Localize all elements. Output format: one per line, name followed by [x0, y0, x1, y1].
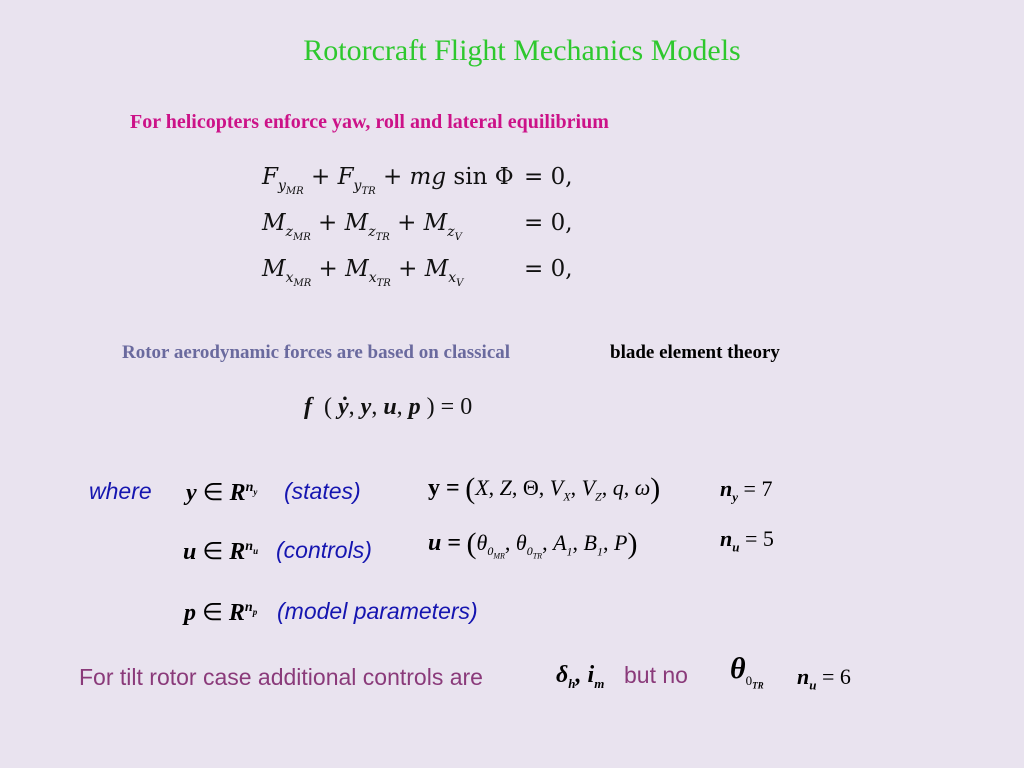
- states-note: (states): [284, 478, 361, 504]
- parameter-space-definition: p ∈ Rnp: [184, 600, 258, 626]
- blade-element-theory-text: blade element theory: [610, 342, 780, 363]
- control-count: nu = 5: [720, 526, 774, 555]
- state-count: ny = 7: [720, 476, 773, 505]
- equation-lateral-force-rhs: = 0,: [524, 164, 573, 190]
- equation-yaw-moment: MzMR + MzTR + MzV: [262, 210, 462, 243]
- tilt-rotor-text: For tilt rotor case additional controls …: [79, 664, 483, 690]
- slide-title: Rotorcraft Flight Mechanics Models: [303, 34, 741, 67]
- tilt-control-count: nu = 6: [797, 664, 851, 693]
- tilt-rotor-controls: δh, im: [556, 662, 605, 691]
- parameters-note: (model parameters): [277, 598, 478, 624]
- equation-roll-moment-rhs: = 0,: [524, 256, 573, 282]
- state-space-definition: y ∈ Rny: [186, 480, 258, 506]
- where-label: where: [89, 478, 152, 504]
- implicit-model-equation: f ( ẏ, y, u, p ) = 0: [304, 394, 473, 420]
- control-vector: u = (θ0MR, θ0TR, A1, B1, P): [428, 527, 638, 561]
- equation-lateral-force: FyMR + FyTR + mg sin Φ: [262, 164, 514, 197]
- state-vector: y = (X, Z, Θ, VX, VZ, q, ω): [428, 472, 661, 505]
- helicopter-subtitle: For helicopters enforce yaw, roll and la…: [130, 111, 609, 133]
- equation-roll-moment: MxMR + MxTR + MxV: [262, 256, 464, 289]
- but-no-text: but no: [624, 662, 688, 688]
- tilt-excluded-control: θ0TR: [730, 652, 764, 691]
- rotor-forces-text: Rotor aerodynamic forces are based on cl…: [122, 342, 511, 363]
- control-space-definition: u ∈ Rnu: [183, 539, 259, 565]
- controls-note: (controls): [276, 537, 372, 563]
- equation-yaw-moment-rhs: = 0,: [524, 210, 573, 236]
